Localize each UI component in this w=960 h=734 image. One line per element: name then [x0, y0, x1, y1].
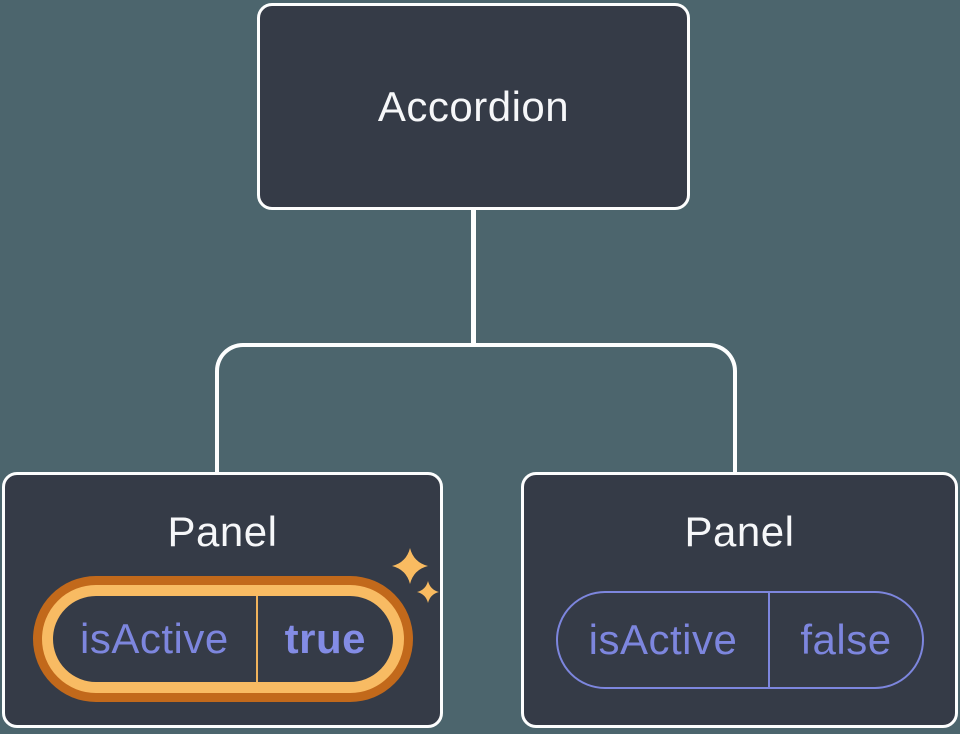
panel-label: Panel — [167, 508, 278, 555]
panel-label: Panel — [684, 508, 795, 555]
state-pill-active: isActive true — [41, 584, 404, 693]
state-key: isActive — [53, 595, 259, 682]
accordion-label: Accordion — [377, 82, 570, 130]
state-pill-inactive: isActive false — [555, 590, 924, 689]
component-box-panel-inactive: Panel isActive false — [521, 472, 958, 728]
component-box-panel-active: Panel isActive true — [2, 472, 443, 728]
sparkles-icon — [392, 548, 439, 603]
state-key: isActive — [558, 592, 771, 687]
state-value: true — [284, 614, 367, 662]
connector-stem — [471, 209, 476, 345]
connector-bracket — [215, 343, 737, 472]
component-box-accordion: Accordion — [257, 3, 690, 210]
state-value: false — [800, 615, 892, 663]
